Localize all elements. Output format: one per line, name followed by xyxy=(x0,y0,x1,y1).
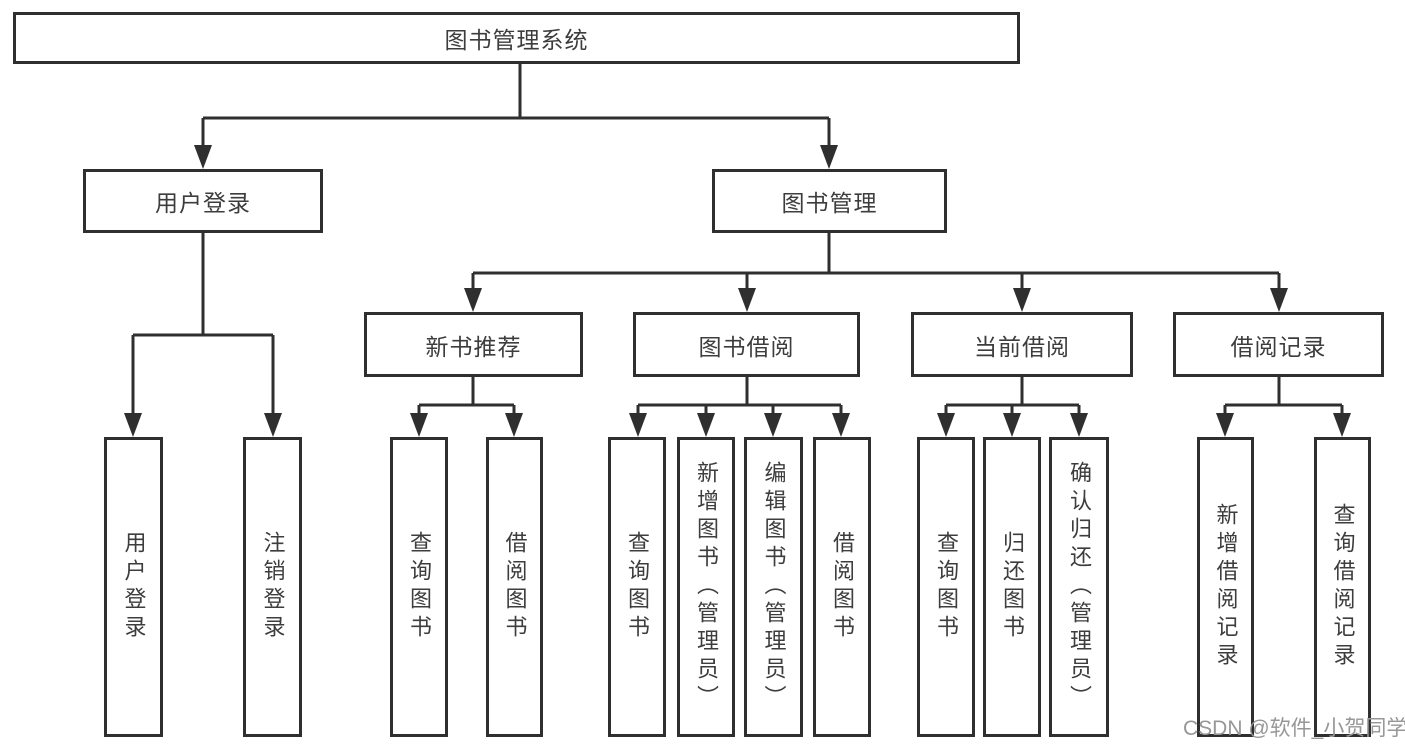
leaf-records-query: 查询借阅记录 xyxy=(1314,437,1371,737)
leaf-bookborrow-query-label: 查询图书 xyxy=(625,531,650,643)
leaf-current-return-label: 归还图书 xyxy=(1000,531,1025,643)
node-book-borrow-label: 图书借阅 xyxy=(698,333,795,360)
leaf-newbooks-query-label: 查询图书 xyxy=(407,531,432,643)
node-borrow-records-label: 借阅记录 xyxy=(1230,333,1327,360)
node-current-borrow-label: 当前借阅 xyxy=(974,333,1070,360)
leaf-bookborrow-edit: 编辑图书（管理员） xyxy=(744,437,803,737)
leaf-current-query: 查询图书 xyxy=(917,437,975,737)
leaf-bookborrow-add-label: 新增图书（管理员） xyxy=(694,461,719,713)
leaf-newbooks-query: 查询图书 xyxy=(390,437,448,737)
leaf-newbooks-borrow-label: 借阅图书 xyxy=(502,531,528,643)
leaf-logout-label: 注销登录 xyxy=(260,531,286,643)
leaf-newbooks-borrow: 借阅图书 xyxy=(486,437,543,737)
leaf-current-confirm-label: 确认归还（管理员） xyxy=(1067,461,1092,713)
node-new-books-label: 新书推荐 xyxy=(425,333,522,360)
node-user-login: 用户登录 xyxy=(83,169,323,233)
leaf-user-login-label: 用户登录 xyxy=(121,531,147,643)
csdn-watermark: CSDN @软件_小贺同学 xyxy=(1183,717,1405,740)
leaf-records-add: 新增借阅记录 xyxy=(1197,437,1254,737)
node-book-mgmt-label: 图书管理 xyxy=(781,190,878,216)
node-new-books: 新书推荐 xyxy=(364,312,583,377)
node-current-borrow: 当前借阅 xyxy=(911,312,1133,377)
node-user-login-label: 用户登录 xyxy=(155,190,251,216)
leaf-records-query-label: 查询借阅记录 xyxy=(1330,503,1356,671)
leaf-bookborrow-add: 新增图书（管理员） xyxy=(677,437,735,737)
node-borrow-records: 借阅记录 xyxy=(1173,312,1384,377)
leaf-user-login: 用户登录 xyxy=(104,437,163,737)
node-book-borrow: 图书借阅 xyxy=(633,312,860,377)
node-root-label: 图书管理系统 xyxy=(444,27,589,53)
leaf-current-query-label: 查询图书 xyxy=(934,531,959,643)
leaf-current-confirm: 确认归还（管理员） xyxy=(1049,437,1109,737)
leaf-current-return: 归还图书 xyxy=(983,437,1041,737)
leaf-bookborrow-borrow: 借阅图书 xyxy=(813,437,871,737)
leaf-bookborrow-query: 查询图书 xyxy=(608,437,666,737)
leaf-bookborrow-borrow-label: 借阅图书 xyxy=(830,531,855,643)
node-book-mgmt: 图书管理 xyxy=(712,169,947,233)
leaf-logout: 注销登录 xyxy=(243,437,302,737)
node-root: 图书管理系统 xyxy=(13,12,1020,64)
leaf-records-add-label: 新增借阅记录 xyxy=(1213,503,1239,671)
leaf-bookborrow-edit-label: 编辑图书（管理员） xyxy=(761,461,787,713)
